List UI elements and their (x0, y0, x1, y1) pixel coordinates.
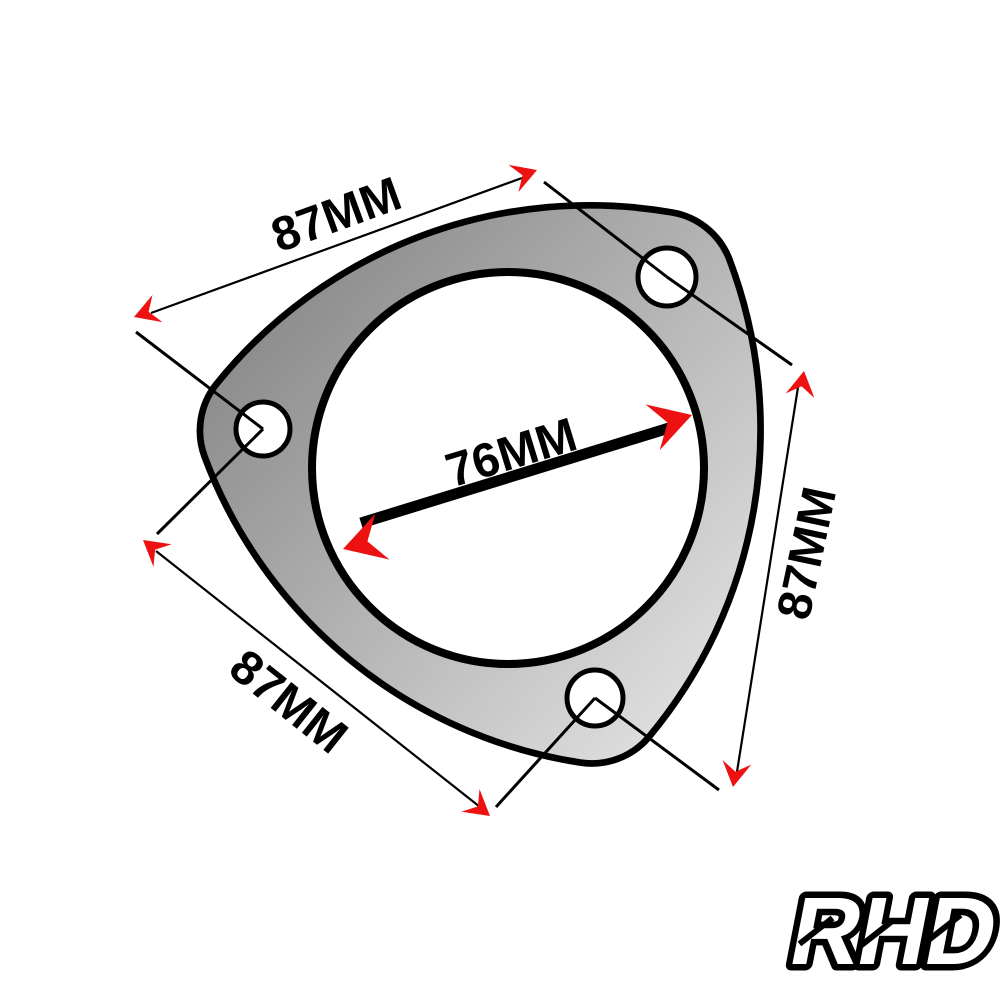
leader-bottom-bolt-left (494, 696, 597, 809)
dimension-label-bottom-left: 87MM (220, 640, 357, 764)
arrowhead-icon-bottom-left-upper (133, 528, 172, 567)
logo-slash (797, 915, 835, 947)
arrowhead-icon-top-right (508, 156, 542, 193)
dimension-line-right (734, 380, 801, 779)
arrowhead-icon-right-bottom (718, 760, 752, 790)
dimension-line-bottom-left (155, 550, 481, 808)
dimension-line-top (150, 176, 523, 315)
arrowhead-icon-top-left (129, 294, 163, 331)
logo-slash (858, 917, 896, 949)
arrowhead-icon-bottom-left-lower (461, 789, 500, 828)
leader-left-bolt-down (155, 427, 265, 536)
arrowhead-icon-right-top (785, 368, 819, 398)
center-bore (308, 268, 708, 668)
leader-top-bolt-up (543, 180, 668, 279)
leader-left-bolt-up (135, 330, 264, 431)
leader-top-bolt-down (666, 275, 793, 367)
leader-lines (135, 180, 793, 809)
gasket-holes (233, 245, 708, 729)
leader-bottom-bolt-right (594, 696, 720, 792)
logo-slash (925, 912, 963, 944)
diameter-arrow-line (359, 422, 671, 529)
dimension-lines (150, 176, 801, 808)
logo-slashes (797, 912, 963, 949)
